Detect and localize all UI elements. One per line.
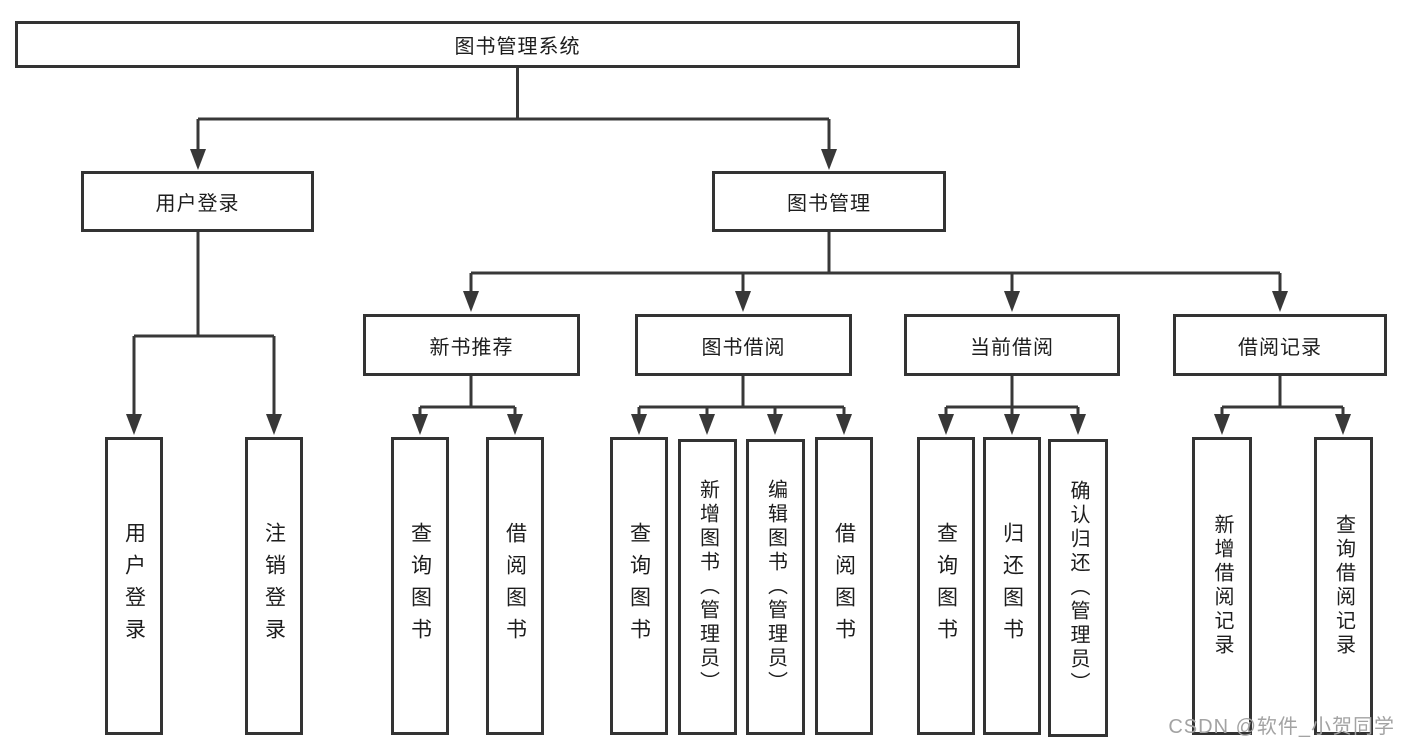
arrow-icon [1335,414,1351,435]
node-label: 编辑图书（管理员） [764,479,787,695]
arrow-icon [412,414,428,435]
node-label: 查询借阅记录 [1332,514,1355,658]
node-label: 确认归还（管理员） [1067,480,1089,696]
node-label: 借阅图书 [503,522,527,650]
node-label: 用户登录 [122,522,146,650]
arrow-icon [836,414,852,435]
arrowheads [126,149,1351,435]
node-label: 查询图书 [627,522,651,650]
node-leaf-user-login: 用户登录 [105,437,163,735]
node-label: 图书管理系统 [454,36,581,58]
node-label: 注销登录 [262,522,286,650]
node-leaf-add-borrow-record: 新增借阅记录 [1192,437,1252,735]
node-leaf-add-book-admin: 新增图书（管理员） [678,439,737,735]
arrow-icon [735,291,751,312]
arrow-icon [1272,291,1288,312]
node-user-login: 用户登录 [81,171,314,232]
arrow-icon [631,414,647,435]
node-label: 借阅图书 [832,522,856,650]
arrow-icon [1004,414,1020,435]
node-label: 归还图书 [1000,522,1024,650]
node-leaf-borrow-book: 借阅图书 [815,437,873,735]
node-label: 当前借阅 [970,336,1054,359]
arrow-icon [1070,414,1086,435]
node-label: 借阅记录 [1238,336,1322,359]
arrow-icon [463,291,479,312]
node-label: 用户登录 [155,193,240,215]
node-new-book-recommend: 新书推荐 [363,314,580,376]
csdn-watermark: CSDN @软件_小贺同学 [1168,716,1395,738]
connector-lines [132,68,1345,418]
arrow-icon [938,414,954,435]
node-book-borrow: 图书借阅 [635,314,852,376]
node-leaf-logout: 注销登录 [245,437,303,735]
node-book-management: 图书管理 [712,171,946,232]
node-label: 新增借阅记录 [1211,514,1233,658]
node-leaf-query-book: 查询图书 [917,437,975,735]
node-leaf-query-borrow-record: 查询借阅记录 [1314,437,1373,735]
arrow-icon [507,414,523,435]
node-label: 查询图书 [934,522,958,650]
node-leaf-borrow-book: 借阅图书 [486,437,544,735]
arrow-icon [821,149,837,170]
node-leaf-edit-book-admin: 编辑图书（管理员） [746,439,805,735]
node-leaf-query-book: 查询图书 [391,437,449,735]
node-leaf-return-book: 归还图书 [983,437,1041,735]
node-label: 图书借阅 [701,336,786,359]
arrow-icon [126,414,142,435]
arrow-icon [266,414,282,435]
arrow-icon [1004,291,1020,312]
arrow-icon [1214,414,1230,435]
arrow-icon [699,414,715,435]
node-system-root: 图书管理系统 [15,21,1020,68]
arrow-icon [190,149,206,170]
node-leaf-confirm-return-admin: 确认归还（管理员） [1048,439,1108,737]
node-label: 新增图书（管理员） [696,479,719,695]
node-label: 查询图书 [408,522,432,650]
arrow-icon [767,414,783,435]
node-current-borrow: 当前借阅 [904,314,1120,376]
node-label: 图书管理 [787,193,871,215]
node-label: 新书推荐 [429,336,514,359]
node-borrow-record: 借阅记录 [1173,314,1387,376]
node-leaf-query-book: 查询图书 [610,437,668,735]
